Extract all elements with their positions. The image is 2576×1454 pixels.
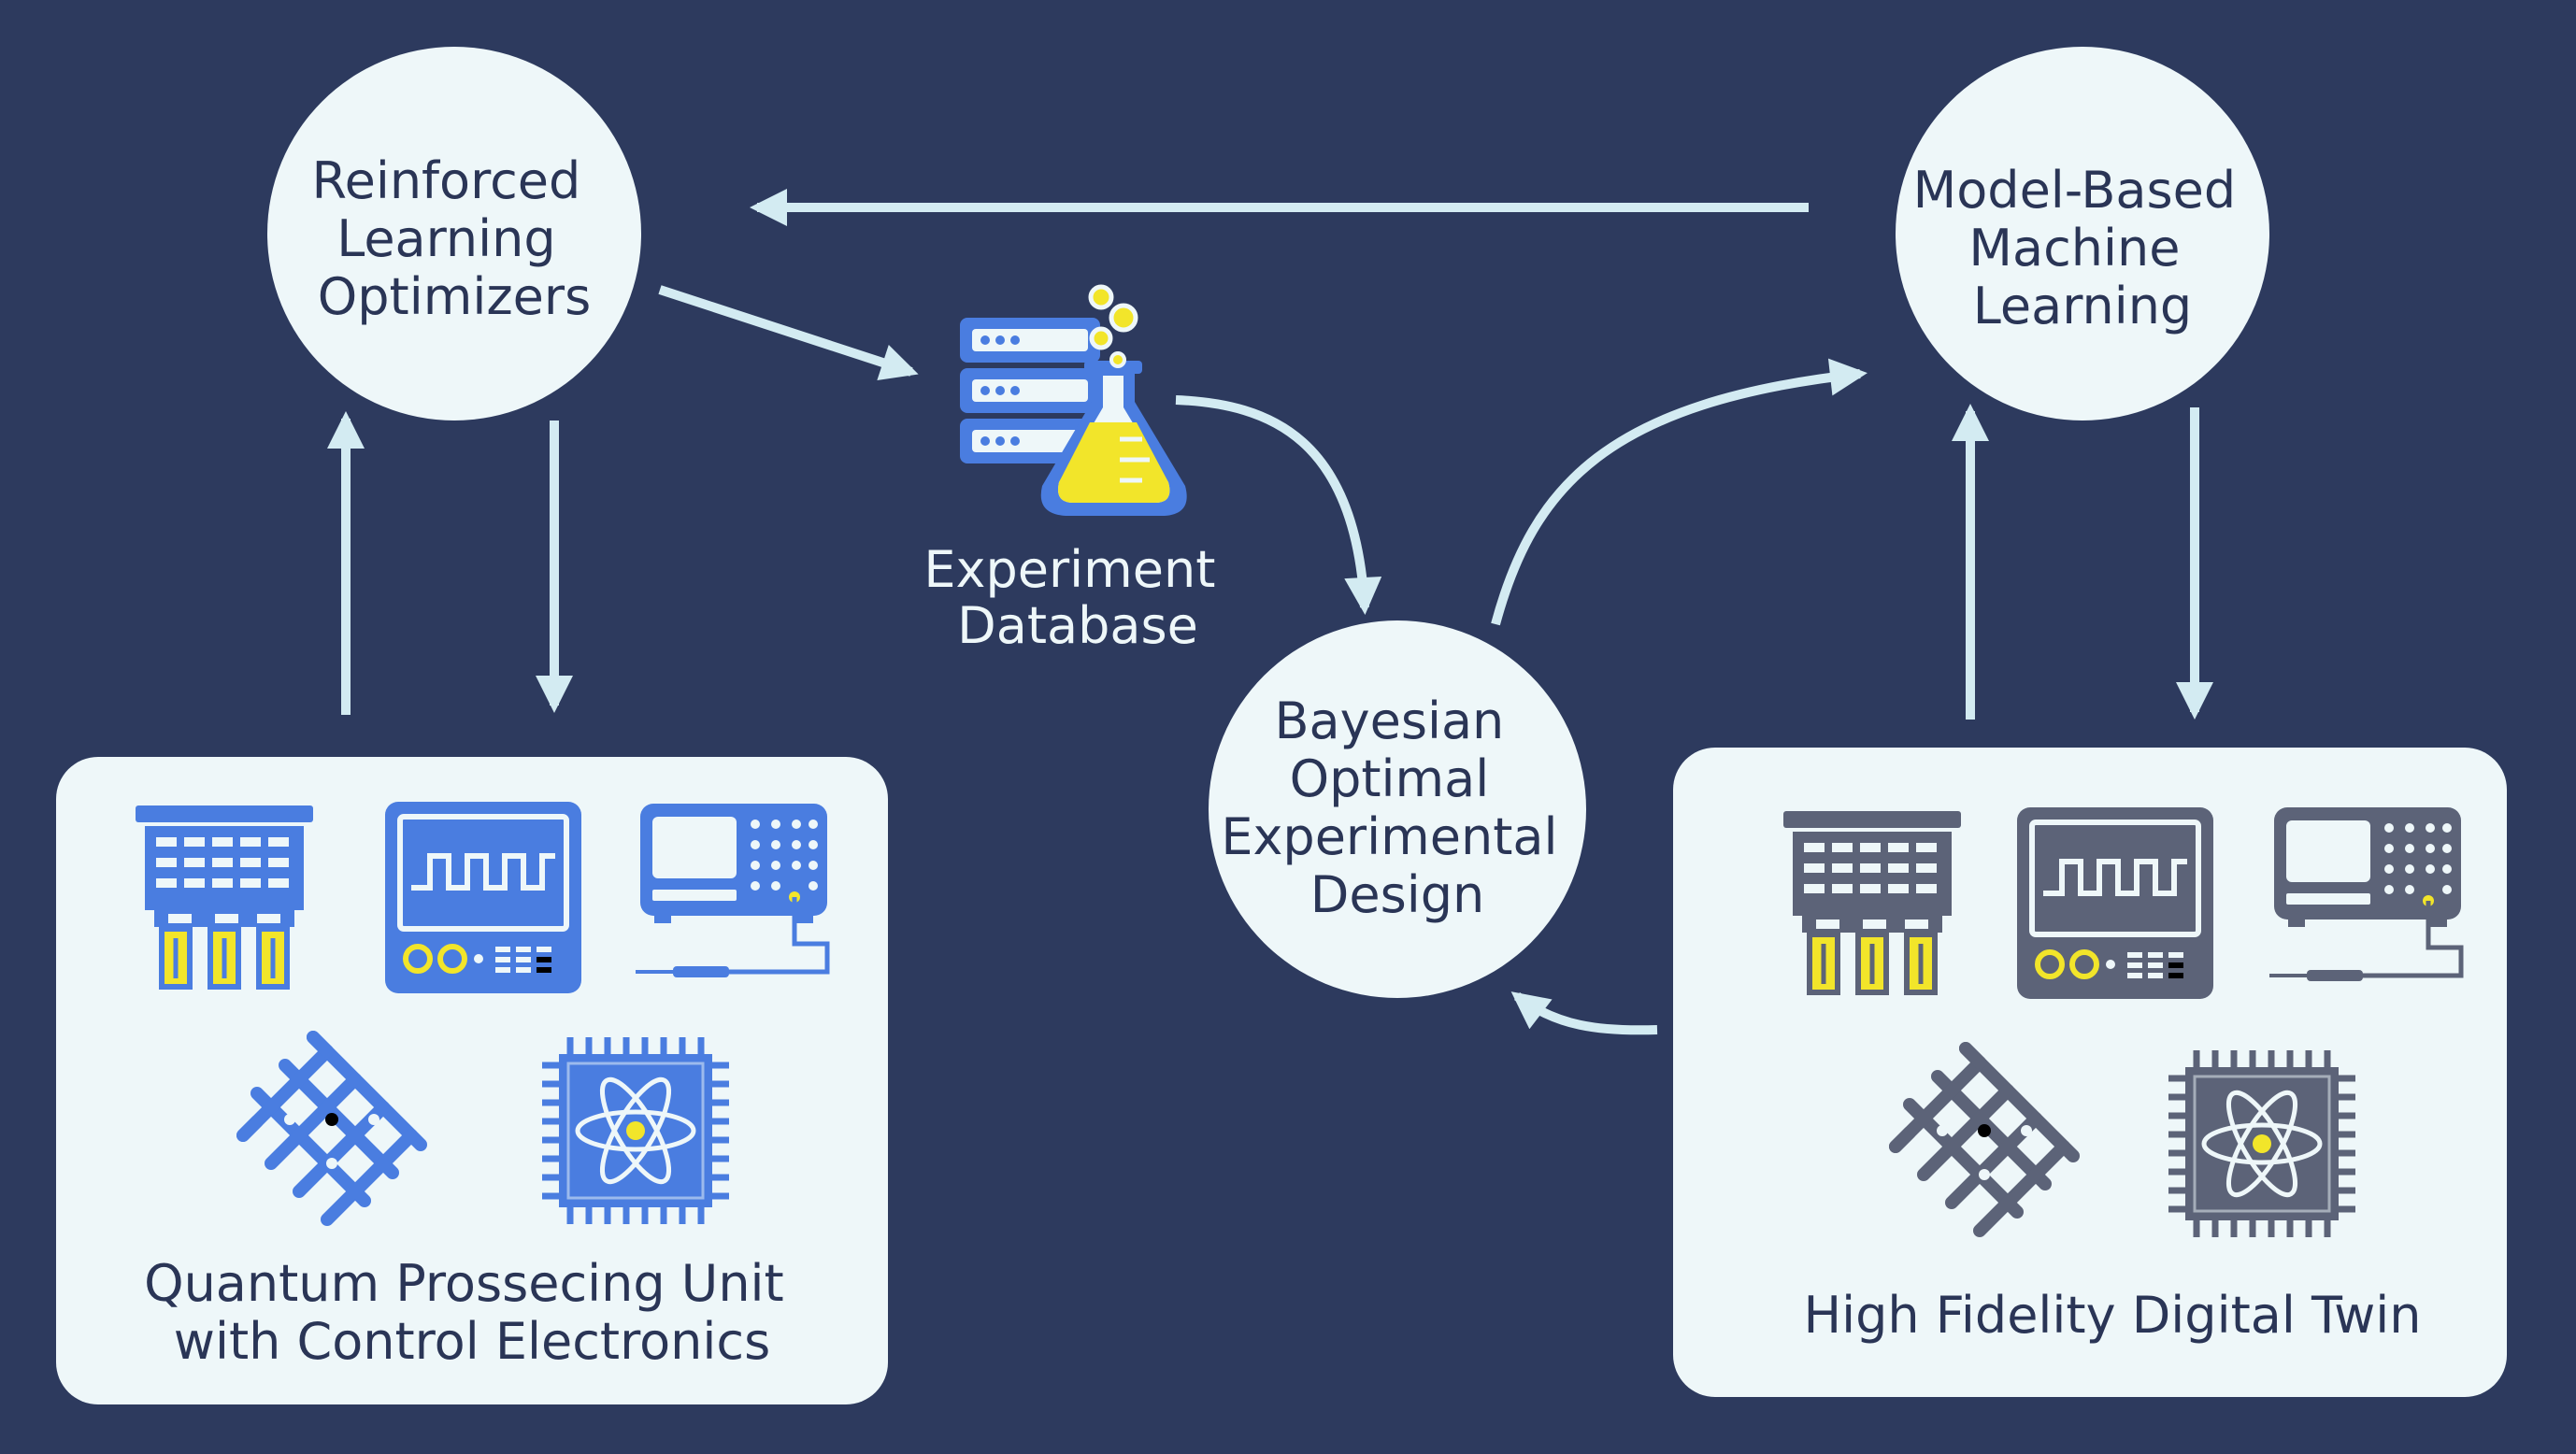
mbml-line-3: Learning <box>1973 277 2192 335</box>
boed-line-1: Bayesian <box>1275 691 1505 750</box>
svg-text:Bayesian Optimal E: Bayesian Optimal Experimental Design <box>1221 691 1573 924</box>
arrow-rl-to-database <box>658 285 919 381</box>
svg-text:High Fidelity Digital Twin: High Fidelity Digital Twin <box>1804 1286 2422 1345</box>
boed-line-4: Design <box>1310 865 1484 924</box>
boed-line-2: Optimal <box>1290 749 1490 808</box>
arrow-database-to-boed <box>1175 395 1382 615</box>
box-digital-twin: High Fidelity Digital Twin <box>1673 748 2507 1397</box>
database-line-1: Experiment <box>923 540 1215 599</box>
experiment-database: Experiment Database <box>923 284 1231 655</box>
node-rl-optimizers: Reinforced Learning Optimizers <box>267 47 641 421</box>
quantum-processor-icon <box>2168 1050 2355 1237</box>
qubit-chip-icon <box>1783 811 1961 992</box>
svg-text:Quantum Prossecing Unit: Quantum Prossecing Unit with Control Ele… <box>144 1254 800 1371</box>
rl-line-1: Reinforced <box>312 151 581 210</box>
box-qpu: Quantum Prossecing Unit with Control Ele… <box>56 757 888 1404</box>
database-line-2: Database <box>957 596 1198 655</box>
svg-text:Model-Based Machine: Model-Based Machine Learning <box>1913 161 2253 335</box>
node-bayesian-oed: Bayesian Optimal Experimental Design <box>1209 620 1586 998</box>
node-model-based-ml: Model-Based Machine Learning <box>1896 47 2269 421</box>
twin-line-1: High Fidelity Digital Twin <box>1804 1286 2422 1345</box>
arrow-twin-to-boed <box>1510 991 1658 1035</box>
rl-line-3: Optimizers <box>318 267 591 326</box>
boed-line-3: Experimental <box>1221 807 1557 866</box>
oscilloscope-icon <box>385 802 581 993</box>
qpu-line-1: Quantum Prossecing Unit <box>144 1254 784 1313</box>
qubit-chip-icon <box>136 805 313 987</box>
arrows <box>327 189 2213 1035</box>
arrow-boed-to-mbml <box>1491 358 1868 626</box>
quantum-processor-icon <box>542 1037 729 1224</box>
qpu-line-2: with Control Electronics <box>174 1312 770 1371</box>
mbml-line-1: Model-Based <box>1913 161 2236 220</box>
svg-text:Experiment Database: Experiment Database <box>923 540 1231 655</box>
database-flask-icon <box>960 284 1187 516</box>
rl-line-2: Learning <box>336 209 555 268</box>
mbml-line-2: Machine <box>1968 219 2180 278</box>
oscilloscope-icon <box>2017 807 2213 999</box>
svg-text:Reinforced Learning: Reinforced Learning Optimizers <box>312 151 597 326</box>
